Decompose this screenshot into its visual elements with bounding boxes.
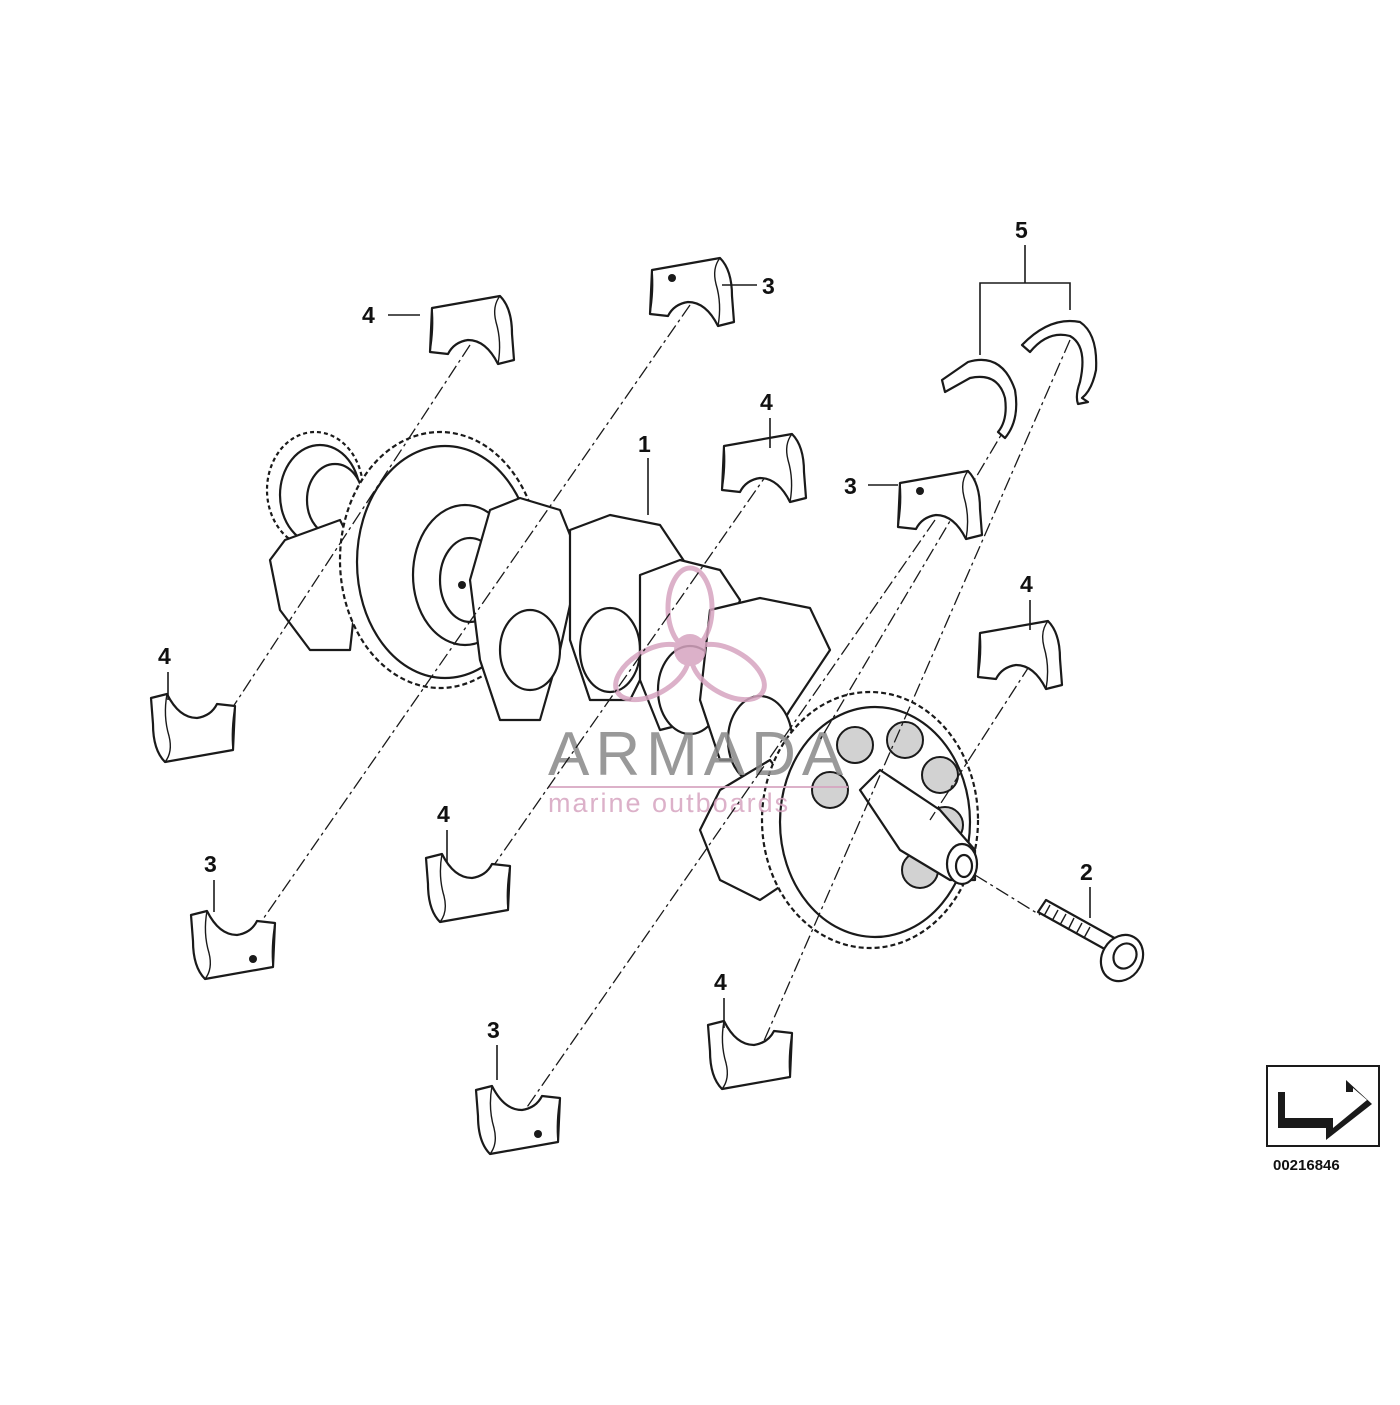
bearing-shell-3-right bbox=[898, 471, 982, 539]
bearing-shell-3-bottom-left bbox=[191, 911, 275, 979]
bearing-shell-4-mid-top bbox=[720, 432, 808, 504]
callout-4-bottom-mid: 4 bbox=[437, 801, 450, 827]
callout-4-mid-top: 4 bbox=[760, 389, 773, 415]
callout-3-bottom-left: 3 bbox=[204, 851, 217, 877]
callout-4-bottom-right: 4 bbox=[714, 969, 727, 995]
bearing-shell-4-right bbox=[976, 619, 1064, 691]
bearing-shell-4-left bbox=[149, 692, 237, 764]
bolt bbox=[1036, 898, 1145, 983]
callout-5: 5 bbox=[1015, 217, 1028, 243]
crankshaft bbox=[265, 430, 980, 950]
callouts: 1 2 3 3 3 3 4 4 4 4 4 4 bbox=[158, 217, 1093, 1080]
bearing-shell-3-bottom bbox=[476, 1086, 560, 1154]
orientation-box: 00216846 bbox=[1266, 1065, 1380, 1174]
callout-4-top-left: 4 bbox=[362, 302, 375, 328]
arrow-icon bbox=[1278, 1080, 1372, 1140]
callout-1: 1 bbox=[638, 431, 651, 457]
bearing-shell-3-top bbox=[650, 258, 734, 326]
bearing-shell-4-bottom-mid bbox=[424, 852, 512, 924]
crankshaft-front-gear bbox=[760, 690, 980, 950]
bearing-shell-4-bottom-right bbox=[706, 1019, 794, 1091]
callout-3-top: 3 bbox=[762, 273, 775, 299]
callout-3-bottom: 3 bbox=[487, 1017, 500, 1043]
callout-3-right: 3 bbox=[844, 473, 857, 499]
callout-4-right: 4 bbox=[1020, 571, 1033, 597]
callout-4-left: 4 bbox=[158, 643, 171, 669]
thrust-washer-right bbox=[1020, 319, 1098, 406]
callout-2: 2 bbox=[1080, 859, 1093, 885]
reference-number: 00216846 bbox=[1273, 1157, 1340, 1174]
bearing-shell-4-top-left bbox=[428, 294, 516, 366]
crankshaft-rear-gear bbox=[265, 430, 365, 550]
watermark-tagline: marine outboards bbox=[548, 788, 790, 818]
watermark-brand: ARMADA bbox=[548, 720, 849, 789]
thrust-washer-left bbox=[940, 358, 1018, 440]
propeller-icon bbox=[613, 565, 767, 703]
assembly-lines bbox=[209, 304, 1071, 1111]
watermark: ARMADA marine outboards bbox=[548, 565, 849, 818]
